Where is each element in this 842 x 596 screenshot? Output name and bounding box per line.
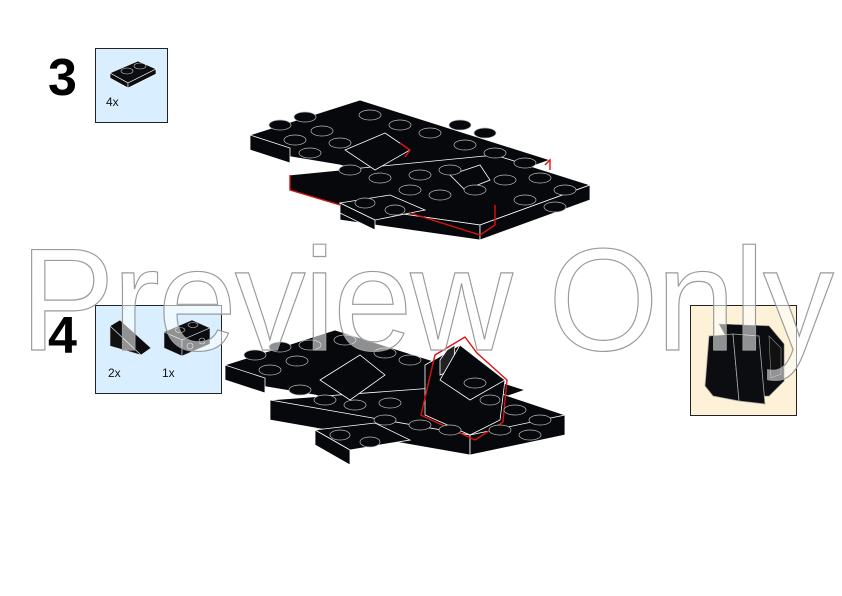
chassis-assembly-step-3 xyxy=(249,99,592,241)
parts-list-step-3: 4x xyxy=(95,48,168,123)
plate-1x2-icon xyxy=(109,60,157,89)
step-number-3: 3 xyxy=(48,49,77,107)
bracket-brick-1x2-icon xyxy=(163,319,211,357)
chassis-assembly-step-4 xyxy=(224,329,567,466)
subassembly-callout xyxy=(690,305,797,416)
parts-list-step-4: 2x 1x xyxy=(95,305,222,394)
part-quantity: 4x xyxy=(106,95,119,109)
slope-brick-icon xyxy=(109,319,152,356)
step-number-4: 4 xyxy=(48,307,77,365)
part-quantity: 2x xyxy=(108,366,121,380)
part-quantity: 1x xyxy=(162,366,175,380)
seat-subassembly-icon xyxy=(704,323,785,405)
